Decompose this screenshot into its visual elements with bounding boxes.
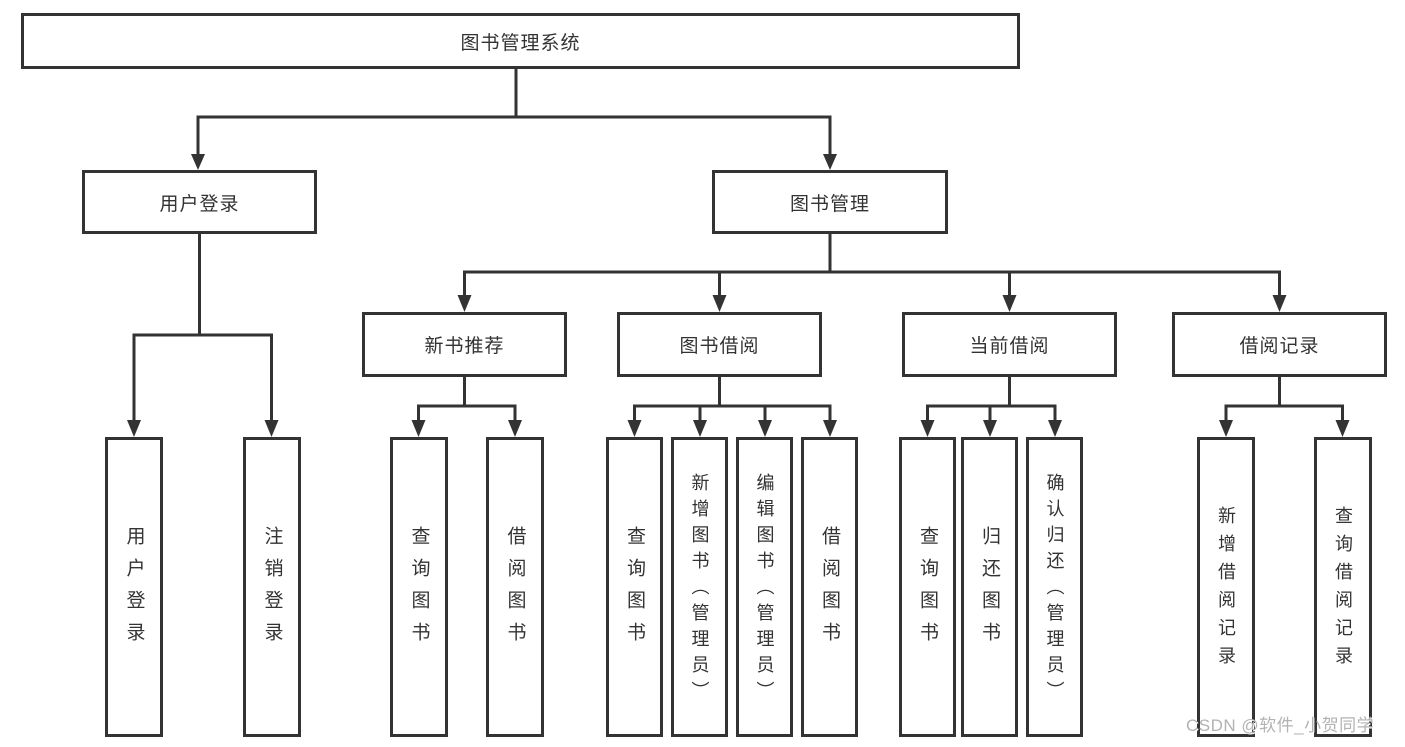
leaf-confirm-return-admin: 确认归还（管理员） [1026,437,1083,737]
node-new-book-recommendation: 新书推荐 [362,312,567,377]
leaf-logout: 注销登录 [243,437,301,737]
leaf-edit-books-admin: 编辑图书（管理员） [736,437,793,737]
leaf-query-books-newbooks: 查询图书 [390,437,448,737]
leaf-add-borrow-record: 新增借阅记录 [1197,437,1255,737]
leaf-query-borrow-record: 查询借阅记录 [1314,437,1372,737]
leaf-add-books-admin: 新增图书（管理员） [671,437,728,737]
node-borrowing-records: 借阅记录 [1172,312,1387,377]
node-library-management-system: 图书管理系统 [21,13,1020,69]
leaf-query-books-borrowing: 查询图书 [606,437,663,737]
leaf-return-books: 归还图书 [961,437,1018,737]
leaf-borrow-books-newbooks: 借阅图书 [486,437,544,737]
node-user-login-branch: 用户登录 [82,170,317,234]
leaf-query-books-current: 查询图书 [899,437,956,737]
leaf-borrow-books-borrowing: 借阅图书 [801,437,858,737]
csdn-watermark: CSDN @软件_小贺同学 [1186,716,1375,735]
node-book-management-branch: 图书管理 [712,170,948,234]
node-current-borrowing: 当前借阅 [902,312,1117,377]
leaf-user-login: 用户登录 [105,437,163,737]
node-book-borrowing: 图书借阅 [617,312,822,377]
